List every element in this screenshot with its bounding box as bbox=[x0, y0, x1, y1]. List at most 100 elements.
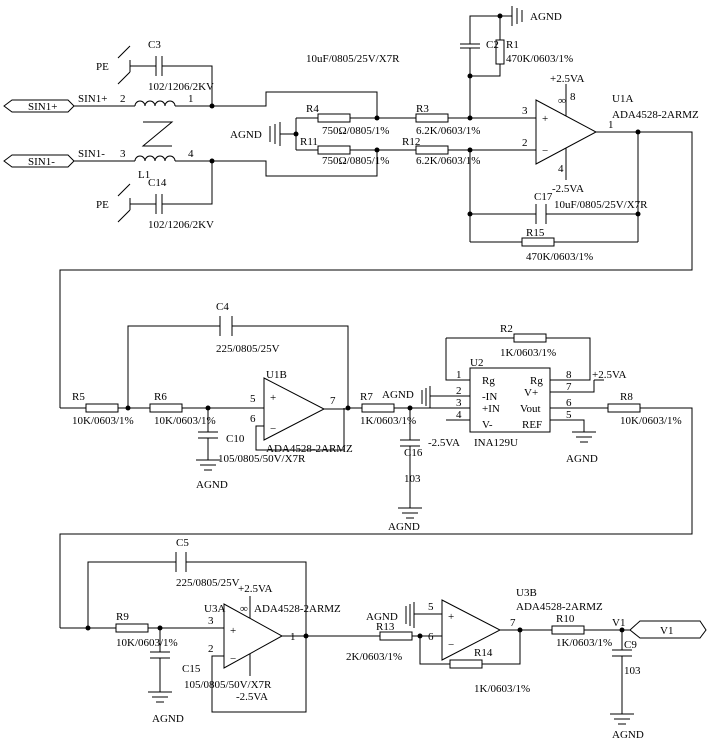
u1a-vneg: -2.5VA bbox=[552, 183, 584, 195]
ina-num-7: 7 bbox=[566, 381, 572, 393]
ina-right-pin-7: V+ bbox=[524, 387, 538, 399]
u3b-agnd: AGND bbox=[366, 611, 398, 623]
u3a-vpos: +2.5VA bbox=[238, 583, 272, 595]
u3b-pin6: 6 bbox=[428, 631, 434, 643]
l1-pin-3: 3 bbox=[120, 148, 126, 160]
r14-value: 1K/0603/1% bbox=[474, 683, 530, 695]
u3b-label: U3B bbox=[516, 587, 537, 599]
r8-value: 10K/0603/1% bbox=[620, 415, 682, 427]
stage3-agnd3: AGND bbox=[612, 729, 644, 741]
ina-agnd-ref: AGND bbox=[566, 453, 598, 465]
u1a-pin2: 2 bbox=[522, 137, 528, 149]
r12-value: 6.2K/0603/1% bbox=[416, 155, 480, 167]
u1a-minus: − bbox=[542, 145, 548, 157]
u1b-part: ADA4528-2ARMZ bbox=[266, 443, 353, 455]
sin1-minus-text: SIN1- bbox=[78, 148, 105, 160]
c4-value: 225/0805/25V bbox=[216, 343, 280, 355]
stage-3: C5 225/0805/25V R9 10K/0603/1% C15 105/0… bbox=[60, 537, 644, 741]
r15-value: 470K/0603/1% bbox=[526, 251, 593, 263]
ina-vpos: +2.5VA bbox=[592, 369, 626, 381]
ina-right-pin-8: Rg bbox=[530, 375, 543, 387]
ina-vneg: -2.5VA bbox=[428, 437, 460, 449]
c16-label: C16 bbox=[404, 447, 423, 459]
u3b-part: ADA4528-2ARMZ bbox=[516, 601, 603, 613]
r9-value: 10K/0603/1% bbox=[116, 637, 178, 649]
stage2-agnd: AGND bbox=[196, 479, 228, 491]
u1a-pin1: 1 bbox=[608, 119, 614, 131]
u1a-pin4: 4 bbox=[558, 163, 564, 175]
r15-label: R15 bbox=[526, 227, 545, 239]
c14-value: 102/1206/2KV bbox=[148, 219, 214, 231]
u1b-minus: − bbox=[270, 423, 276, 435]
u3b-minus: − bbox=[448, 639, 454, 651]
r6-value: 10K/0603/1% bbox=[154, 415, 216, 427]
port-sin1-plus: SIN1+ bbox=[3, 99, 75, 113]
c17-value: 10uF/0805/25V/X7R bbox=[554, 199, 648, 211]
l1-pin-2: 2 bbox=[120, 93, 126, 105]
u3a-pin3: 3 bbox=[208, 615, 214, 627]
u3a-pin2: 2 bbox=[208, 643, 214, 655]
input-stage: PE C3 102/1206/2KV PE C14 102/1206/2KV S… bbox=[74, 39, 480, 231]
r3-value: 6.2K/0603/1% bbox=[416, 125, 480, 137]
ina-num-3: 3 bbox=[456, 397, 462, 409]
r13-label: R13 bbox=[376, 621, 395, 633]
input-agnd-label: AGND bbox=[230, 129, 262, 141]
r3-label: R3 bbox=[416, 103, 429, 115]
u1a-stage: AGND C2 10uF/0805/25V/X7R R1 470K/0603/1… bbox=[59, 6, 699, 408]
u3a-pin1: 1 bbox=[290, 631, 296, 643]
port-sin1-minus-label: SIN1- bbox=[28, 156, 55, 168]
v1-net-label: V1 bbox=[612, 617, 625, 629]
r5-label: R5 bbox=[72, 391, 85, 403]
r14-label: R14 bbox=[474, 647, 493, 659]
c10-label: C10 bbox=[226, 433, 245, 445]
port-sin1-minus: SIN1- bbox=[3, 154, 75, 168]
u1a-ref: U1A bbox=[612, 93, 633, 105]
ina-agnd: AGND bbox=[382, 389, 414, 401]
r4-label: R4 bbox=[306, 103, 319, 115]
r1-value: 470K/0603/1% bbox=[506, 53, 573, 65]
u3a-minus: − bbox=[230, 653, 236, 665]
u3b-pin5: 5 bbox=[428, 601, 434, 613]
u3a-label: U3A bbox=[204, 603, 225, 615]
r2-value: 1K/0603/1% bbox=[500, 347, 556, 359]
u3a-part: ADA4528-2ARMZ bbox=[254, 603, 341, 615]
r9-label: R9 bbox=[116, 611, 129, 623]
c10-value: 105/0805/50V/X7R bbox=[218, 453, 306, 465]
u1a-part: ADA4528-2ARMZ bbox=[612, 109, 699, 121]
u1a-vpos: +2.5VA bbox=[550, 73, 584, 85]
ina-ref: U2 bbox=[470, 357, 483, 369]
sin1-plus-text: SIN1+ bbox=[78, 93, 107, 105]
u3b-plus: + bbox=[448, 611, 454, 623]
l1-label: L1 bbox=[138, 169, 150, 181]
c2-value: 10uF/0805/25V/X7R bbox=[306, 53, 400, 65]
ina-left-pin-2: -IN bbox=[482, 391, 497, 403]
ina-left-pin-4: V- bbox=[482, 419, 493, 431]
u1a-pin3: 3 bbox=[522, 105, 528, 117]
r2-label: R2 bbox=[500, 323, 513, 335]
pe-label-bottom: PE bbox=[96, 199, 109, 211]
l1-pin-4: 4 bbox=[188, 148, 194, 160]
u1b-pin7: 7 bbox=[330, 395, 336, 407]
r7-value: 1K/0603/1% bbox=[360, 415, 416, 427]
u1a-plus: + bbox=[542, 113, 548, 125]
u1b-pin5: 5 bbox=[250, 393, 256, 405]
stage2-agnd2: AGND bbox=[388, 521, 420, 533]
ina-right-pin-5: REF bbox=[522, 419, 542, 431]
u1b-pin6: 6 bbox=[250, 413, 256, 425]
r5-value: 10K/0603/1% bbox=[72, 415, 134, 427]
r8-label: R8 bbox=[620, 391, 633, 403]
u1a-pin8: 8 bbox=[570, 91, 576, 103]
r6-label: R6 bbox=[154, 391, 167, 403]
c3-value: 102/1206/2KV bbox=[148, 81, 214, 93]
r7-label: R7 bbox=[360, 391, 373, 403]
c2-label: C2 bbox=[486, 39, 499, 51]
u3b-pin7: 7 bbox=[510, 617, 516, 629]
r11-label: R11 bbox=[300, 136, 318, 148]
u1b-label: U1B bbox=[266, 369, 287, 381]
r11-value: 750Ω/0805/1% bbox=[322, 155, 389, 167]
ina-right-pin-6: Vout bbox=[520, 403, 541, 415]
c9-value: 103 bbox=[624, 665, 641, 677]
ina-num-8: 8 bbox=[566, 369, 572, 381]
ina-left-pin-3: +IN bbox=[482, 403, 500, 415]
